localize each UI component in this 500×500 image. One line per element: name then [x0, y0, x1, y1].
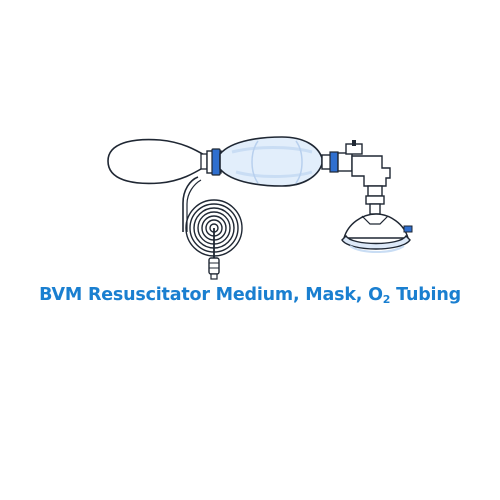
product-caption: BVM Resuscitator Medium, Mask, O2 Tubing	[0, 285, 500, 305]
caption-text-main: BVM Resuscitator Medium, Mask, O	[39, 285, 383, 305]
face-mask-icon	[341, 213, 413, 253]
squeeze-bag-icon	[219, 136, 323, 187]
caption-text-end: Tubing	[390, 285, 461, 305]
reservoir-bag-icon	[107, 138, 208, 185]
oxygen-tubing-coil-icon	[182, 176, 243, 280]
caption-subscript: 2	[382, 293, 391, 306]
valve-connector-icon	[321, 140, 391, 215]
inlet-valve-icon	[206, 148, 222, 176]
